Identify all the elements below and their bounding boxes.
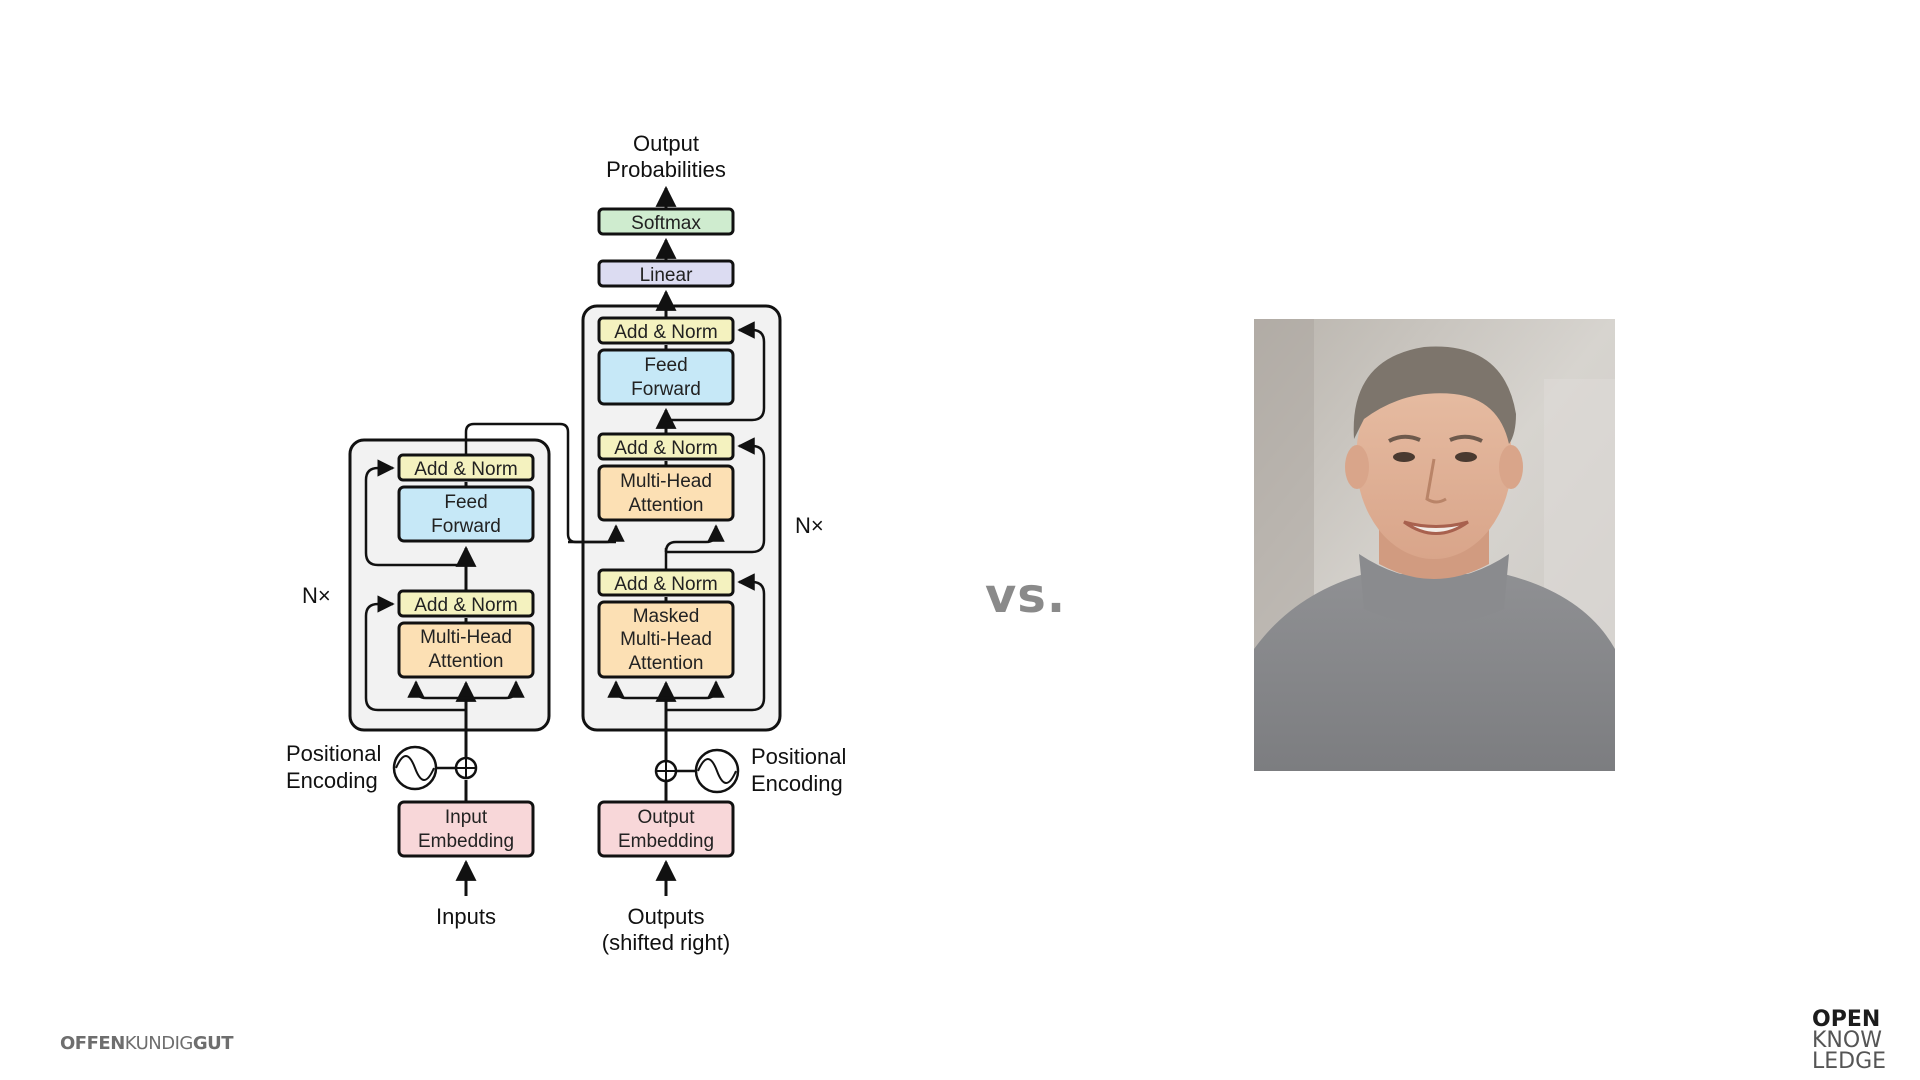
encoder-stack xyxy=(348,438,551,732)
encoder-ff-label-2: Forward xyxy=(431,516,501,537)
input-embedding-label-2: Embedding xyxy=(418,831,514,852)
open-knowledge-logo: OPEN KNOW LEDGE xyxy=(1812,1007,1902,1074)
encoder-mha-label-1: Multi-Head xyxy=(420,627,512,648)
output-probabilities-label-2: Probabilities xyxy=(606,157,726,182)
brand-left-part-3: GUT xyxy=(192,1033,234,1054)
decoder-positional-label-1: Positional xyxy=(751,744,846,769)
decoder-mha-label-2: Attention xyxy=(629,495,704,516)
masked-mha-label-3: Attention xyxy=(629,653,704,674)
output-probabilities-label-1: Output xyxy=(633,131,699,156)
decoder-ff-label-2: Forward xyxy=(631,379,701,400)
shifted-right-label: (shifted right) xyxy=(602,930,730,955)
decoder-add-norm-3-label: Add & Norm xyxy=(614,322,717,343)
encoder-positional-label-2: Encoding xyxy=(286,768,378,793)
decoder-mha-label-1: Multi-Head xyxy=(620,471,712,492)
portrait-photo xyxy=(1254,319,1615,771)
encoder-mha-label-2: Attention xyxy=(429,651,504,672)
masked-mha-label-1: Masked xyxy=(633,606,700,627)
outputs-label: Outputs xyxy=(627,904,704,929)
brand-right-line-1: OPEN xyxy=(1812,1007,1881,1032)
decoder-add-norm-2-label: Add & Norm xyxy=(614,438,717,459)
encoder-positional-label-1: Positional xyxy=(286,741,381,766)
encoder-add-norm-2-label: Add & Norm xyxy=(414,459,517,480)
encoder-nx-label: N× xyxy=(302,583,331,608)
vs-text: vs. xyxy=(985,568,1067,624)
offenkundiggut-logo: OFFENKUNDIGGUT xyxy=(60,1033,234,1054)
brand-left-part-2: KUNDIG xyxy=(124,1033,194,1054)
input-embedding-label-1: Input xyxy=(445,807,488,828)
decoder-positional-label-2: Encoding xyxy=(751,771,843,796)
brand-right-line-3: LEDGE xyxy=(1812,1049,1887,1074)
softmax-label: Softmax xyxy=(631,213,701,234)
inputs-label: Inputs xyxy=(436,904,496,929)
encoder-add-norm-1-label: Add & Norm xyxy=(414,595,517,616)
encoder-ff-label-1: Feed xyxy=(444,492,487,513)
decoder-ff-label-1: Feed xyxy=(644,355,687,376)
masked-mha-label-2: Multi-Head xyxy=(620,629,712,650)
brand-right-line-2: KNOW xyxy=(1812,1028,1882,1053)
decoder-nx-label: N× xyxy=(795,513,824,538)
output-embedding-label-1: Output xyxy=(637,807,695,828)
linear-label: Linear xyxy=(640,265,693,286)
decoder-add-norm-1-label: Add & Norm xyxy=(614,574,717,595)
brand-left-part-1: OFFEN xyxy=(60,1033,125,1054)
output-embedding-label-2: Embedding xyxy=(618,831,714,852)
